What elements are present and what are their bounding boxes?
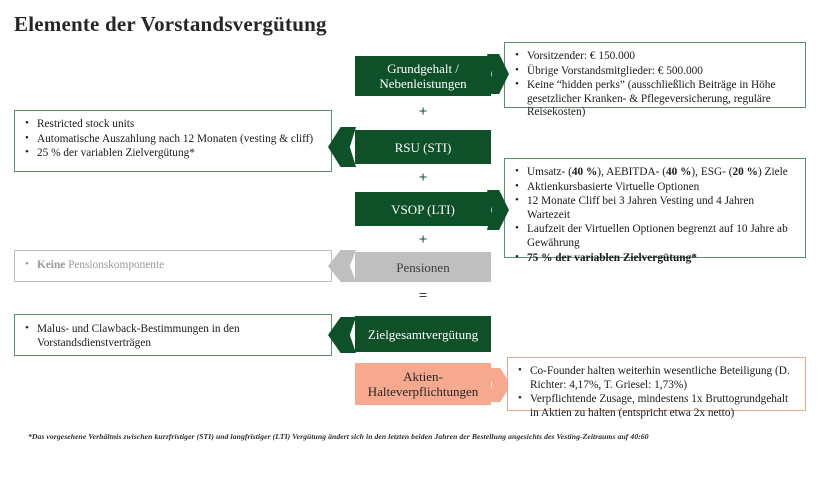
bullet-text: Umsatz- (40 %), AEBITDA- (40 %), ESG- (2…: [527, 166, 788, 178]
list-item: Automatische Auszahlung nach 12 Monaten …: [25, 132, 323, 147]
bullet-list: Co-Founder halten weiterhin wesentliche …: [518, 364, 797, 420]
bullet-list: Vorsitzender: € 150.000 Übrige Vorstands…: [515, 49, 797, 120]
connector-arrow-zielgesamt: [328, 317, 356, 353]
bullet-text: Automatische Auszahlung nach 12 Monaten …: [37, 132, 314, 145]
detail-box-aktien: Co-Founder halten weiterhin wesentliche …: [507, 357, 806, 419]
bullet-text: Verpflichtende Zusage, mindestens 1x Bru…: [530, 393, 789, 419]
list-item: Aktienkursbasierte Virtuelle Optionen: [515, 180, 797, 195]
list-item: 75 % der variablen Zielvergütung*: [515, 251, 797, 266]
node-label: Pensionen: [396, 259, 450, 275]
list-item: Übrige Vorstandsmitglieder: € 500.000: [515, 64, 797, 79]
list-item: Keine Pensionskomponente: [25, 258, 323, 273]
node-aktien-halteverpflichtungen[interactable]: Aktien-Halteverpflichtungen: [355, 363, 491, 405]
connector-arrow-rsu: [328, 127, 356, 167]
node-label: RSU (STI): [394, 139, 452, 155]
detail-box-vsop: Umsatz- (40 %), AEBITDA- (40 %), ESG- (2…: [504, 158, 806, 264]
list-item: Vorsitzender: € 150.000: [515, 49, 797, 64]
node-vsop[interactable]: VSOP (LTI): [355, 192, 491, 226]
connector-arrow-vsop: [487, 190, 509, 230]
node-label: Aktien-Halteverpflichtungen: [367, 369, 479, 399]
list-item: Keine “hidden perks” (ausschließlich Bei…: [515, 78, 797, 120]
node-pensionen[interactable]: Pensionen: [355, 252, 491, 282]
bullet-list: Restricted stock units Automatische Ausz…: [25, 117, 323, 161]
detail-box-rsu: Restricted stock units Automatische Ausz…: [14, 110, 332, 172]
list-item: Laufzeit der Virtuellen Optionen begrenz…: [515, 222, 797, 250]
bullet-text: Übrige Vorstandsmitglieder: € 500.000: [527, 64, 703, 77]
bullet-text: Malus- und Clawback-Bestimmungen in den …: [37, 323, 240, 349]
list-item: Umsatz- (40 %), AEBITDA- (40 %), ESG- (2…: [515, 165, 797, 180]
bullet-list: Umsatz- (40 %), AEBITDA- (40 %), ESG- (2…: [515, 165, 797, 266]
node-label: Grundgehalt / Nebenleistungen: [379, 61, 467, 91]
node-label: VSOP (LTI): [391, 201, 455, 217]
operator-plus-2: +: [418, 170, 428, 186]
detail-box-pension: Keine Pensionskomponente: [14, 250, 332, 282]
bullet-list: Keine Pensionskomponente: [25, 258, 323, 273]
bullet-text: Restricted stock units: [37, 118, 135, 130]
list-item: Restricted stock units: [25, 117, 323, 132]
node-label: Zielgesamtvergütung: [367, 326, 479, 342]
bullet-text: Laufzeit der Virtuellen Optionen begrenz…: [527, 223, 788, 249]
bullet-text: Vorsitzender: € 150.000: [527, 50, 636, 62]
page-title: Elemente der Vorstandsvergütung: [14, 12, 327, 36]
bullet-text: 75 % der variablen Zielvergütung*: [527, 251, 697, 264]
list-item: Malus- und Clawback-Bestimmungen in den …: [25, 322, 323, 350]
list-item: Co-Founder halten weiterhin wesentliche …: [518, 364, 797, 392]
operator-plus-3: +: [418, 232, 428, 248]
operator-plus-1: +: [418, 104, 428, 120]
list-item: 25 % der variablen Zielvergütung*: [25, 146, 323, 161]
detail-box-grundgehalt: Vorsitzender: € 150.000 Übrige Vorstands…: [504, 42, 806, 118]
bullet-text: Keine “hidden perks” (ausschließlich Bei…: [527, 79, 776, 119]
node-rsu[interactable]: RSU (STI): [355, 130, 491, 164]
bullet-text: 25 % der variablen Zielvergütung*: [37, 147, 195, 160]
list-item: 12 Monate Cliff bei 3 Jahren Vesting und…: [515, 194, 797, 222]
list-item: Verpflichtende Zusage, mindestens 1x Bru…: [518, 392, 797, 420]
detail-box-zielgesamtverguetung: Malus- und Clawback-Bestimmungen in den …: [14, 314, 332, 356]
bullet-list: Malus- und Clawback-Bestimmungen in den …: [25, 322, 323, 350]
bullet-text: Aktienkursbasierte Virtuelle Optionen: [527, 180, 700, 193]
footnote: *Das vorgesehene Verhältnis zwischen kur…: [28, 432, 649, 441]
bullet-text: Co-Founder halten weiterhin wesentliche …: [530, 365, 790, 391]
bullet-text: Keine Pensionskomponente: [37, 259, 165, 271]
operator-equals-1: =: [418, 288, 428, 304]
connector-arrow-grundgehalt: [487, 54, 509, 94]
bullet-text: 12 Monate Cliff bei 3 Jahren Vesting und…: [527, 195, 755, 221]
node-zielgesamtverguetung[interactable]: Zielgesamtvergütung: [355, 316, 491, 352]
connector-arrow-pension: [328, 250, 356, 282]
node-grundgehalt[interactable]: Grundgehalt / Nebenleistungen: [355, 56, 491, 96]
